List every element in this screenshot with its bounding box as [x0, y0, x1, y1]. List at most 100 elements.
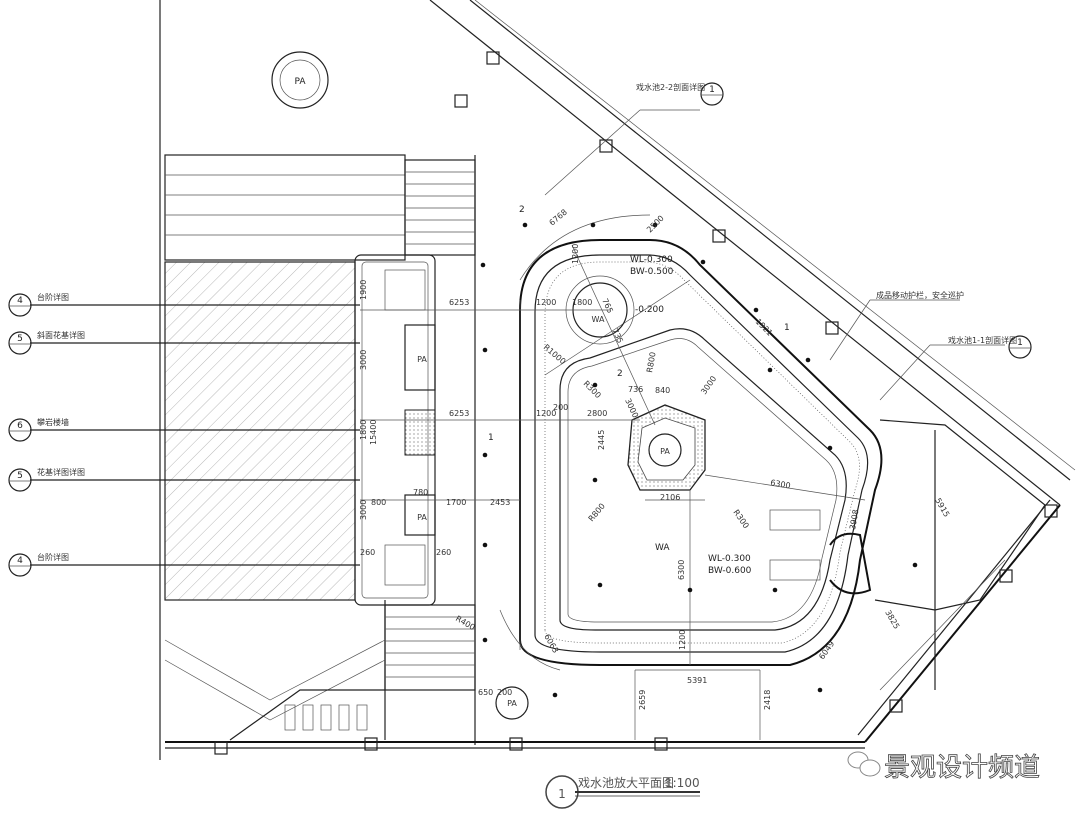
- callouts_right-0-label: 戏水池2-2剖面详图: [636, 82, 705, 92]
- callout-steps-top: 4 台阶详图: [8, 292, 360, 317]
- island-circle: [648, 433, 682, 467]
- dimensions-11: 5391: [687, 676, 707, 685]
- dimensions-24: 3000: [359, 500, 368, 520]
- dimension-lines: [360, 109, 1005, 740]
- dimensions-7: 2445: [597, 430, 606, 450]
- level-fountain: -0.200: [635, 305, 664, 315]
- dimensions-17: R300: [731, 508, 750, 530]
- pool: [519, 239, 883, 666]
- dimensions-5: 1200: [536, 409, 556, 418]
- callouts_left-0-label: 台阶详图: [37, 292, 69, 302]
- light-dots: [480, 222, 918, 698]
- dimensions-26: 800: [371, 498, 386, 507]
- level-bw-main: BW-0.600: [708, 566, 752, 576]
- callout-section-1-1: 1 戏水池1-1剖面详图: [948, 335, 1032, 359]
- callout-planter: 5 花基详图详图: [8, 467, 360, 492]
- dimensions-43: 200: [497, 688, 512, 697]
- dimensions-25: 1700: [446, 498, 466, 507]
- dimensions-6: 2800: [587, 409, 607, 418]
- dimensions-3: 1200: [536, 298, 556, 307]
- level-bw-top: BW-0.500: [630, 267, 674, 277]
- callouts_left-2-num: 6: [17, 421, 23, 431]
- dimensions-10: 6300: [677, 560, 686, 580]
- callouts_left-1-label: 斜面花基详图: [37, 330, 85, 340]
- posts: [214, 51, 1058, 755]
- drawing-title_index: 1: [558, 787, 566, 801]
- dimensions-45: 840: [655, 386, 670, 395]
- callout-climbing-wall: 6 攀岩楼墙: [8, 417, 360, 442]
- dimensions-16: R300: [582, 379, 603, 400]
- drawing-watermark: 景观设计频道: [884, 753, 1040, 783]
- right-callouts: 1 戏水池2-2剖面详图 1 戏水池1-1剖面详图 成品移动护栏，安全巡护: [636, 82, 1032, 359]
- parking-area: [164, 639, 386, 741]
- dimensions-31: 1200: [571, 244, 580, 264]
- dimensions-4: 1800: [572, 298, 592, 307]
- callout-slope-planter: 5 斜面花基详图: [8, 330, 360, 355]
- dimensions-9: 6300: [770, 478, 792, 490]
- section-mark: 2: [519, 205, 525, 215]
- dimensions-8: 2106: [660, 493, 680, 502]
- dimensions-47: 735: [610, 327, 625, 345]
- callouts_left-0-num: 4: [17, 296, 23, 306]
- dimensions-12: 3000: [623, 397, 640, 419]
- pa-label: PA: [507, 699, 517, 708]
- section-mark: 1: [784, 323, 790, 333]
- dimensions-48: 1200: [678, 630, 687, 650]
- callouts_left-3-num: 5: [17, 471, 23, 481]
- dimensions-40: 2659: [638, 690, 647, 710]
- dimensions-36: 3825: [883, 609, 901, 631]
- level-wl-main: WL-0.300: [708, 554, 751, 564]
- dimensions-18: R1000: [542, 343, 568, 367]
- dimensions-41: 2418: [763, 690, 772, 710]
- drawing-title: 1 戏水池放大平面图 1:100: [545, 775, 700, 809]
- dimensions-46: 765: [600, 297, 615, 315]
- dimensions-2: 2453: [490, 498, 510, 507]
- callouts_right-1-label: 戏水池1-1剖面详图: [948, 335, 1017, 345]
- dimensions-42: 650: [478, 688, 493, 697]
- dimensions-0: 6253: [449, 298, 469, 307]
- dimensions-14: R800: [645, 351, 657, 373]
- pa-label: PA: [294, 77, 306, 87]
- dimensions-21: 1900: [359, 280, 368, 300]
- building-hatch: [164, 261, 356, 601]
- callout-section-2-2: 1 戏水池2-2剖面详图: [636, 82, 724, 106]
- callouts_left-4-label: 台阶详图: [37, 552, 69, 562]
- pa-label: PA: [660, 447, 670, 456]
- dimensions-37: 3908: [848, 509, 860, 531]
- drawing-scale: 1:100: [665, 776, 700, 790]
- callouts_left-4-num: 4: [17, 556, 23, 566]
- dimensions-33: 6768: [548, 208, 569, 228]
- dimensions-22: 3000: [359, 350, 368, 370]
- pa-label: PA: [417, 355, 427, 364]
- section-mark: 1: [488, 433, 494, 443]
- drawing-title: 戏水池放大平面图: [578, 775, 674, 790]
- dimensions-34: 2500: [645, 214, 666, 235]
- callout-railing: 成品移动护栏，安全巡护: [876, 290, 964, 300]
- dimensions-29: 260: [436, 548, 451, 557]
- callouts_right-0-num: 1: [709, 85, 715, 95]
- dimensions-30: 200: [553, 403, 568, 412]
- wa-label: WA: [655, 543, 670, 553]
- dimensions-1: 6253: [449, 409, 469, 418]
- dimensions-35: 5915: [933, 497, 951, 519]
- level-wl-top: WL-0.300: [630, 255, 673, 265]
- dimensions-15: R800: [587, 502, 607, 524]
- callouts_left-1-num: 5: [17, 334, 23, 344]
- section-mark: 2: [617, 369, 623, 379]
- callouts_right-1-num: 1: [1017, 338, 1023, 348]
- right-building: [769, 419, 1046, 691]
- wa-label: WA: [592, 315, 605, 324]
- left-callouts: 4 台阶详图 5 斜面花基详图 6 攀岩楼墙 5 花基详图详图 4 台阶详图: [8, 292, 360, 577]
- dimensions-13: 3000: [699, 374, 718, 396]
- callouts_left-2-label: 攀岩楼墙: [37, 417, 69, 427]
- wechat-icon: [847, 751, 881, 777]
- dimensions-44: 736: [628, 385, 643, 394]
- pa-circle-top: PA: [271, 51, 329, 109]
- steps-planters: [354, 254, 436, 606]
- callouts_left-3-label: 花基详图详图: [37, 467, 85, 477]
- dimensions-20: 15400: [369, 420, 378, 445]
- dimensions-39: 6063: [542, 633, 560, 655]
- pa-label: PA: [417, 513, 427, 522]
